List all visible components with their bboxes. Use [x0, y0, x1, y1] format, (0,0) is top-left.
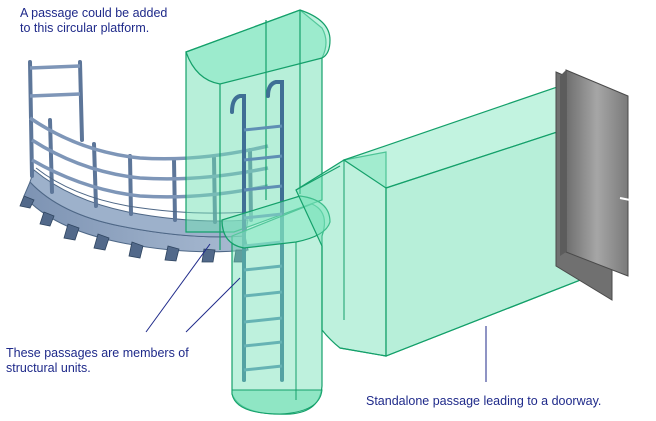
- circular-platform: [19, 60, 269, 263]
- shaft-floor: [231, 389, 323, 415]
- landing-top: [221, 195, 331, 249]
- platform-brackets: [19, 195, 247, 263]
- shaft-top-cap: [185, 9, 331, 85]
- horizontal-passage: [295, 85, 608, 357]
- platform-note-line1: A passage could be added: [20, 6, 168, 20]
- door-handle: [619, 197, 631, 201]
- doorway: [555, 69, 631, 301]
- leader-lines: [145, 243, 487, 382]
- vertical-shaft: [185, 9, 331, 250]
- standalone-note: Standalone passage leading to a doorway.: [366, 394, 601, 409]
- members-note-line1: These passages are members of: [6, 346, 189, 360]
- leader-members-1: [145, 243, 211, 333]
- standalone-note-text: Standalone passage leading to a doorway.: [366, 394, 602, 408]
- platform-note-line2: to this circular platform.: [20, 21, 150, 35]
- platform-note: A passage could be added to this circula…: [20, 6, 167, 36]
- members-note-line2: structural units.: [6, 361, 91, 375]
- lower-shaft: [221, 195, 331, 415]
- door-leaf: [565, 69, 629, 277]
- leader-members-2: [185, 277, 241, 333]
- members-note: These passages are members of structural…: [6, 346, 189, 376]
- door-edge: [560, 70, 566, 256]
